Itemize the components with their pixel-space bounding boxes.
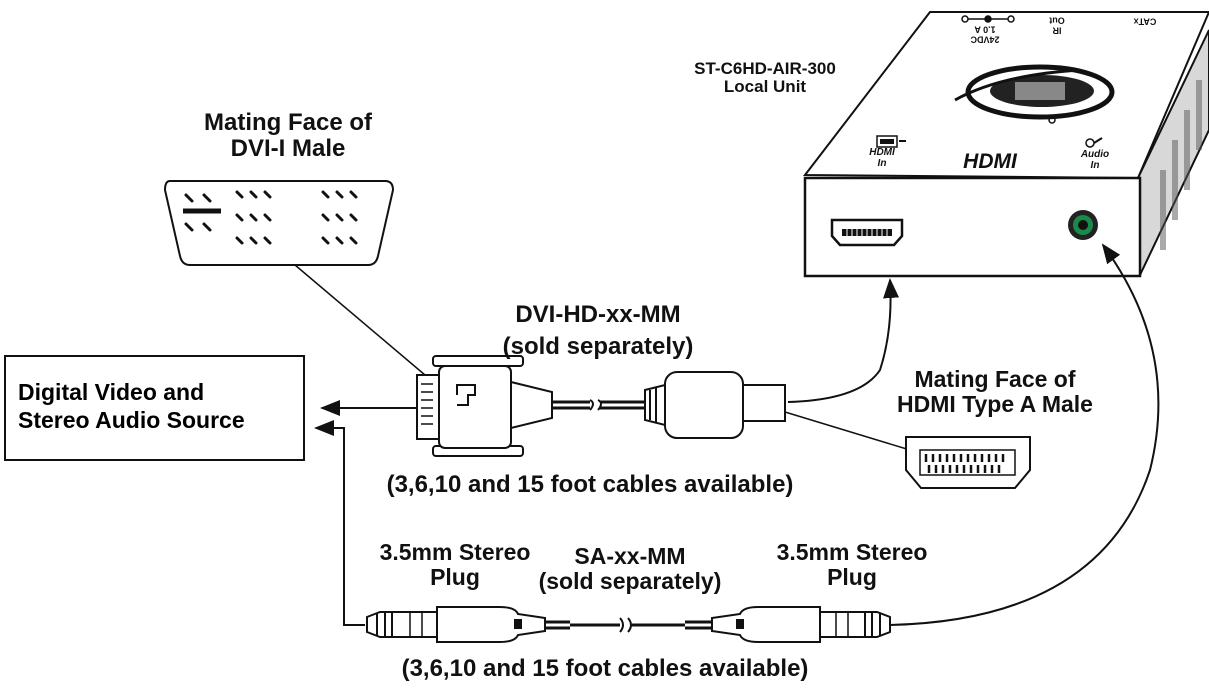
left-plug-line2: Plug [430, 563, 480, 590]
right-plug-label: 3.5mm Stereo Plug [752, 540, 952, 590]
audio-cable-lengths: (3,6,10 and 15 foot cables available) [401, 655, 809, 682]
audio-cable-label: SA-xx-MM (sold separately) [530, 544, 730, 594]
right-plug-line2: Plug [827, 563, 877, 590]
dvi-cable-note: (sold separately) [502, 332, 694, 360]
unit-hdmi-logo-text: HDMI [963, 150, 1017, 173]
audio-cable-wire [570, 617, 685, 633]
unit-top-ir-line1: IR [1052, 25, 1062, 36]
unit-hdmi-in-line1: HDMI [869, 147, 895, 158]
dvi-cable-model: DVI-HD-xx-MM [515, 301, 681, 328]
left-stereo-plug [366, 606, 570, 643]
source-box-label: Digital Video and Stereo Audio Source [18, 379, 245, 434]
dvi-face-line2: DVI-I Male [230, 134, 346, 162]
local-unit-label: ST-C6HD-AIR-300 Local Unit [665, 59, 865, 97]
right-stereo-plug [685, 606, 891, 643]
local-unit-name: Local Unit [723, 77, 807, 97]
left-plug-line1: 3.5mm Stereo [379, 539, 531, 565]
dvi-face-line1: Mating Face of [203, 109, 372, 136]
unit-top-ir-label: IR Out [1042, 15, 1072, 36]
local-unit-device [802, 11, 1209, 278]
source-box-line1: Digital Video and [18, 379, 205, 405]
right-plug-line1: 3.5mm Stereo [776, 539, 928, 565]
hdmi-connector [644, 371, 786, 439]
unit-audio-in-line2: In [1090, 159, 1100, 171]
unit-audio-in-label: Audio In [1075, 149, 1115, 172]
audio-to-source-arrow [314, 420, 365, 626]
hdmi-mating-face [905, 436, 1031, 489]
source-box-line2: Stereo Audio Source [18, 406, 245, 433]
dvi-cable-wire [552, 399, 645, 411]
unit-top-power-line1: 24VDC [970, 34, 1000, 45]
audio-in-jack [1068, 210, 1098, 240]
unit-top-ir-line2: Out [1049, 15, 1065, 26]
dvi-mating-face [163, 180, 395, 266]
ntl-logo [954, 64, 1115, 120]
unit-top-power-label: 24VDC 1.0 A [955, 24, 1015, 45]
local-unit-model: ST-C6HD-AIR-300 [694, 59, 836, 78]
unit-top-power-line2: 1.0 A [974, 24, 996, 35]
left-plug-label: 3.5mm Stereo Plug [355, 540, 555, 590]
unit-audio-in-line1: Audio [1080, 149, 1110, 160]
audio-cable-model: SA-xx-MM [574, 543, 686, 569]
dvi-connector [416, 355, 553, 457]
hdmi-face-line1: Mating Face of [914, 366, 1076, 392]
unit-hdmi-in-line2: In [877, 157, 887, 169]
hdmi-face-label: Mating Face of HDMI Type A Male [880, 367, 1110, 417]
unit-hdmi-in-label: HDMI In [862, 147, 902, 170]
video-audio-source-box: Digital Video and Stereo Audio Source [4, 355, 305, 461]
hdmi-in-port [830, 218, 904, 247]
dvi-cable-lengths: (3,6,10 and 15 foot cables available) [386, 471, 794, 498]
unit-top-catx-label: CATx [1133, 16, 1157, 27]
hdmi-face-line2: HDMI Type A Male [897, 390, 1093, 417]
dvi-cable-label: DVI-HD-xx-MM (sold separately) [478, 302, 718, 360]
audio-cable-note: (sold separately) [538, 567, 722, 594]
dvi-face-label: Mating Face of DVI-I Male [178, 110, 398, 162]
audio-to-unit-cable [889, 243, 1160, 626]
